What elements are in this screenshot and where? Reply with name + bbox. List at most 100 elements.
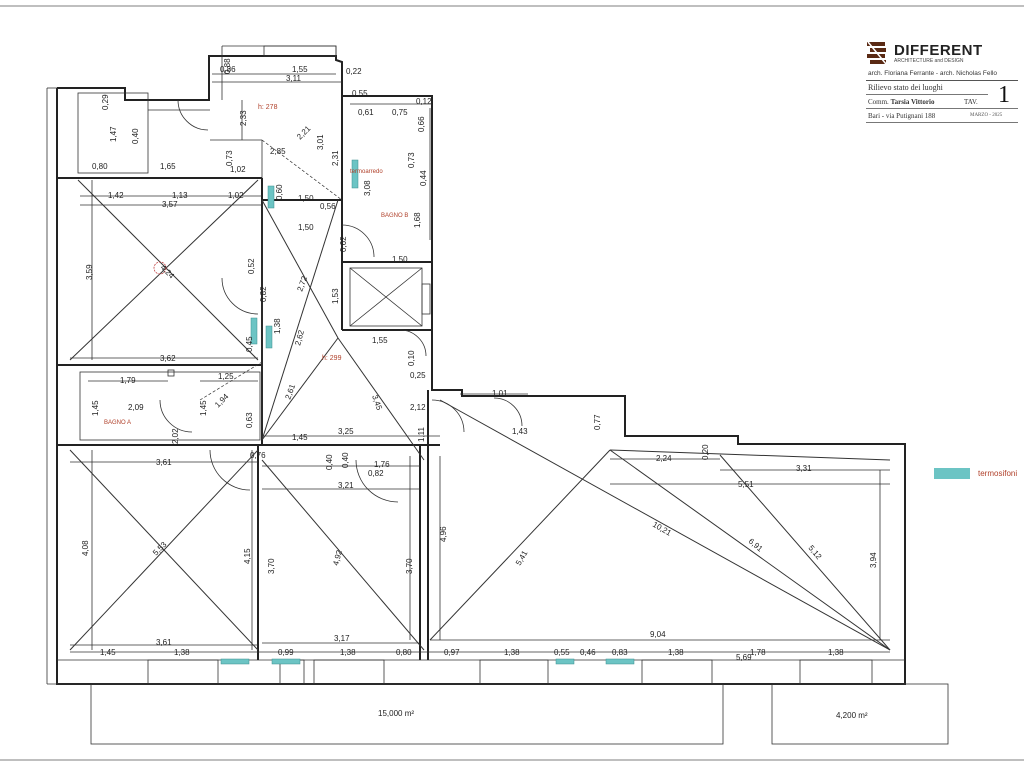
dimension-label: 2,21 [295,124,313,142]
dimension-label: 2,33 [239,110,248,126]
dimension-label: 3,61 [156,638,172,647]
dimension-label: 0,40 [341,452,350,468]
dimension-label: 0,20 [701,444,710,460]
dimension-label: 0,56 [320,202,336,211]
dimension-label: 1,78 [750,648,766,657]
dimension-label: 3,62 [160,354,176,363]
dimension-label: 4,96 [439,526,448,542]
dimension-label: 1,01 [492,389,508,398]
dimension-label: 1,50 [298,223,314,232]
brand: DIFFERENT ARCHITECTURE and DESIGN [866,40,1018,68]
dimension-label: 0,80 [92,162,108,171]
dimension-label: 3,94 [869,552,878,568]
title-block-divider [866,94,988,95]
radiator [250,317,258,345]
dimension-label: 3,61 [156,458,172,467]
dimension-label: 3,45 [370,394,384,412]
dimension-label: 0,80 [396,648,412,657]
dimension-label: 1,53 [331,288,340,304]
dimension-label: 0,55 [352,89,368,98]
dimension-label: 1,38 [504,648,520,657]
dimension-label: 4,24 [159,263,177,281]
dimension-label: 2,61 [283,382,297,400]
dimension-label: 1,68 [413,212,422,228]
dimension-label: 2,02 [171,428,180,444]
client-name: Tarsia Vittorio [890,98,935,106]
radiators [220,159,635,665]
radiator [605,658,635,665]
client-row: Comm. Tarsia Vittorio [868,98,934,106]
dimension-label: 1,45 [199,400,208,416]
dimension-label: 4,15 [243,548,252,564]
dimension-label: 3,70 [405,558,414,574]
dimension-label: 1,38 [174,648,190,657]
dimension-label: 0,63 [245,412,254,428]
dimension-label: 1,13 [172,191,188,200]
dimension-label: 5,69 [736,653,752,662]
balconies [90,683,949,745]
dimension-lines [70,73,890,653]
dimension-label: 4,92 [331,549,344,567]
dimension-label: 0,55 [554,648,570,657]
dimension-label: 0,29 [101,94,110,110]
radiator [267,185,275,209]
dimension-label: 6,91 [747,537,765,554]
dimension-label: 0,45 [245,336,254,352]
dimension-label: 0,22 [346,67,362,76]
dimension-label: 3,01 [316,134,325,150]
dimension-label: 2,09 [128,403,144,412]
dimension-label: 0,52 [247,258,256,274]
dimension-label: 1,55 [292,65,308,74]
balcony-left [90,683,724,745]
dimension-label: 3,17 [334,634,350,643]
legend-radiator-swatch [934,468,970,479]
dimension-label: 0,83 [612,648,628,657]
dimension-label: 1,02 [228,191,244,200]
dimension-label: 1,47 [109,126,118,142]
dimension-label: 1,65 [160,162,176,171]
dimension-label: 0,40 [325,454,334,470]
dimension-label: 0,40 [131,128,140,144]
dimension-label: 1,55 [372,336,388,345]
dimension-label: 5,51 [738,480,754,489]
dimension-label: 0,73 [225,150,234,166]
dimension-label: 1,45 [91,400,100,416]
dimension-label: 2,62 [293,329,306,347]
radiator [265,325,273,349]
title-block-divider [866,108,1018,109]
brand-name: DIFFERENT [894,42,983,59]
brand-logo-icon [867,41,887,65]
dimension-label: 0,77 [593,414,602,430]
dimension-label: 1,45 [100,648,116,657]
radiator [271,658,301,665]
dimension-label: 0,60 [275,184,284,200]
interior-walls [57,92,905,661]
dimension-labels: 0,86 1,55 0,22 3,11 0,55 0,61 0,75 0,12 … [92,65,844,662]
dimension-label: 2,72 [295,274,309,292]
sheet-label: TAV. [964,98,978,106]
dimension-label: 0,12 [416,97,432,106]
door-swings [159,99,523,503]
survey-point-marker [153,261,167,275]
dimension-label: 1,94 [213,392,231,410]
dimension-label: 2,85 [270,147,286,156]
dimension-label: 0,46 [580,648,596,657]
ceiling-height-2: h: 299 [322,355,342,362]
dimension-label: 1,38 [828,648,844,657]
dimension-label: 0,25 [410,371,426,380]
dimension-label: 1,50 [298,194,314,203]
dimension-label: 3,31 [796,464,812,473]
title-block-divider [866,122,1018,123]
dimension-label: 0,88 [223,58,232,74]
dimension-label: 0,97 [444,648,460,657]
dimension-label: 0,44 [419,170,428,186]
architects-credit: arch. Floriana Ferrante - arch. Nicholas… [868,70,997,77]
sheet-number: 1 [998,82,1010,108]
dimension-label: 2,31 [331,150,340,166]
dimension-label: 5,41 [514,549,530,567]
dimension-label: 3,57 [162,200,178,209]
dimension-label: 0,82 [259,286,268,302]
label-termoarredo: termoarredo [350,169,383,175]
legend-radiator-label: termosifoni [978,469,1018,478]
dimension-label: 1,38 [273,318,282,334]
